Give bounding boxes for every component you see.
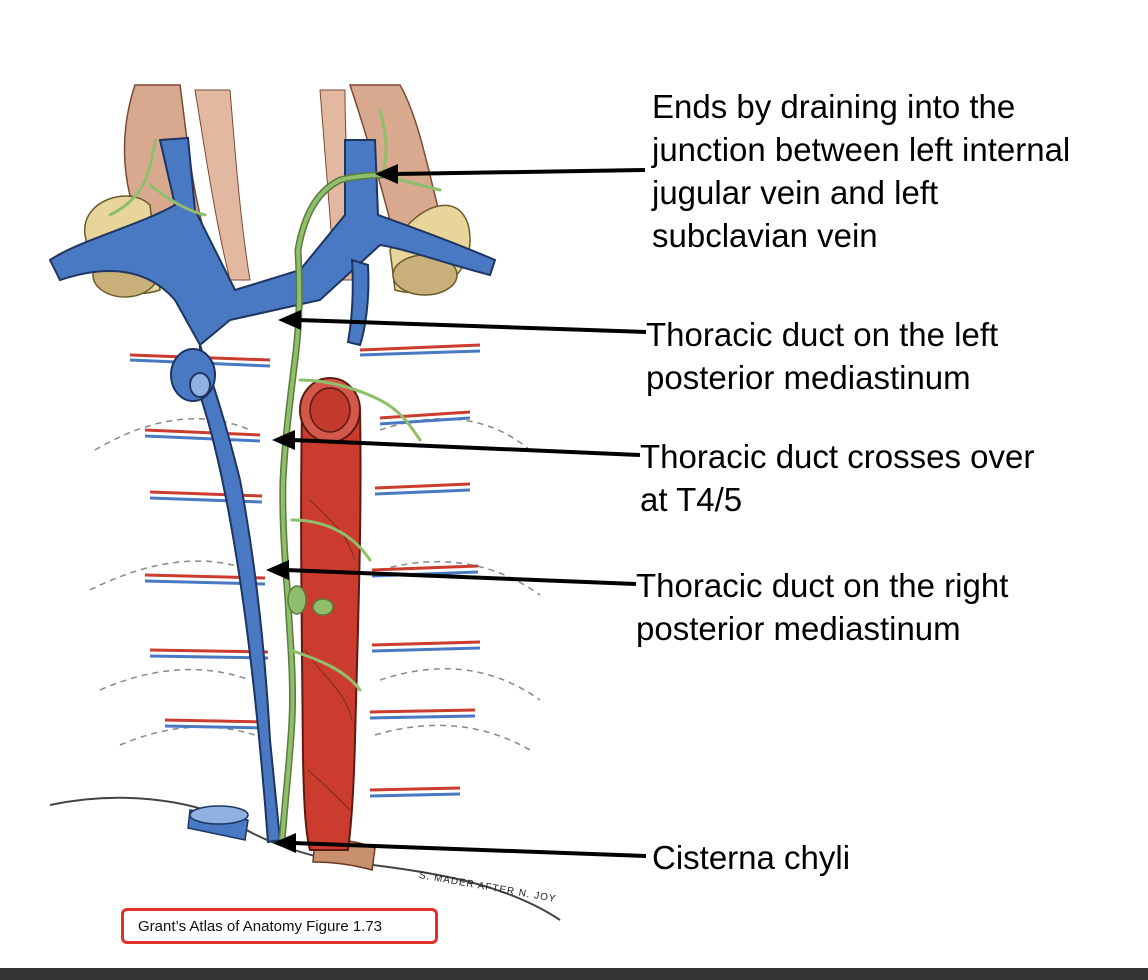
cut-vessel [187, 805, 249, 841]
leader-lines [266, 163, 647, 858]
veins [48, 136, 497, 844]
label-cisterna-chyli: Cisterna chyli [652, 839, 851, 876]
bottom-bar [0, 968, 1148, 980]
label-duct-left-mediastinum: Thoracic duct on the left posterior medi… [646, 316, 999, 396]
figure-caption: Grant’s Atlas of Anatomy Figure 1.73 [121, 908, 438, 944]
aorta [299, 377, 362, 851]
label-junction-drainage: Ends by draining into the junction betwe… [652, 88, 1071, 254]
figure-caption-text: Grant’s Atlas of Anatomy Figure 1.73 [138, 917, 383, 935]
thoracic-duct [108, 108, 442, 846]
label-duct-right-mediastinum: Thoracic duct on the right posterior med… [636, 567, 1009, 647]
label-duct-crosses-t4-5: Thoracic duct crosses over at T4/5 [640, 438, 1035, 518]
